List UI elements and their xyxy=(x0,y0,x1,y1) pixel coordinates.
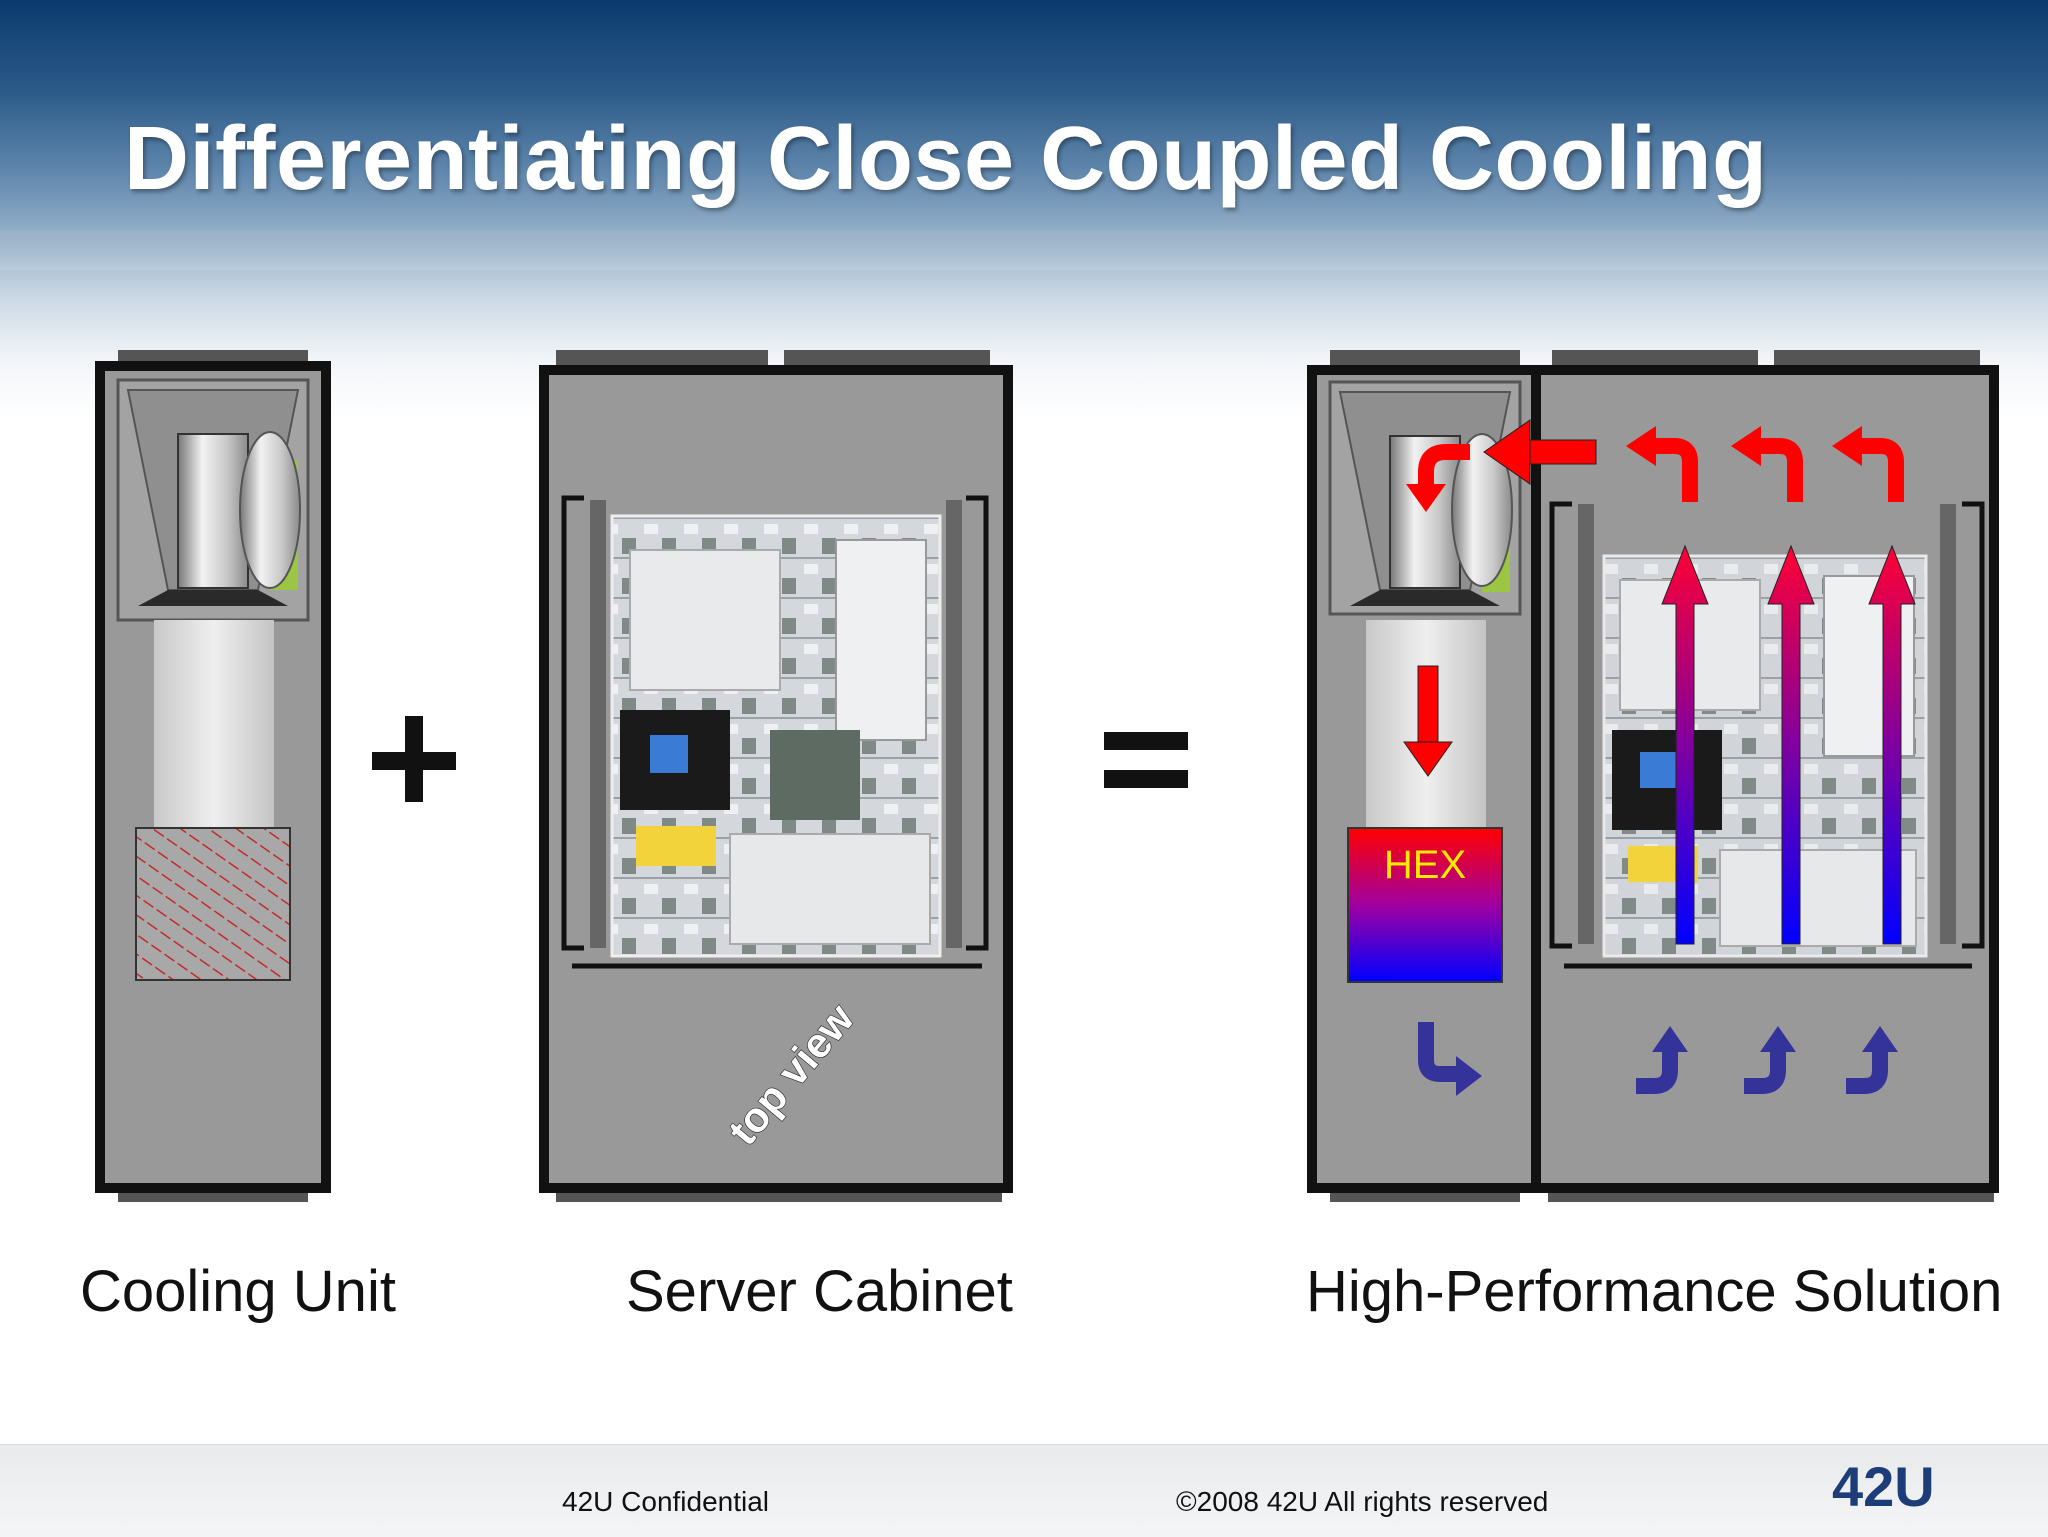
fan-icon xyxy=(177,433,249,589)
plus-operator xyxy=(372,716,456,802)
hot-return-arrow-icon xyxy=(1650,438,1698,502)
cool-rise-arrow-icon xyxy=(1744,1048,1786,1094)
caption-cooling-unit: Cooling Unit xyxy=(80,1259,396,1324)
footer-copyright: ©2008 42U All rights reserved xyxy=(1176,1486,1549,1517)
rising-arrow-icon xyxy=(1868,544,1916,945)
down-flow-arrow-icon xyxy=(1417,665,1439,747)
hex-block xyxy=(1347,827,1503,983)
hot-return-arrow-icon xyxy=(1755,438,1803,502)
hex-label: HEX xyxy=(1384,843,1466,887)
hot-intake-arrow-icon xyxy=(1418,444,1470,490)
hot-feed-arrow-icon xyxy=(1523,439,1597,465)
rising-arrow-icon xyxy=(1661,544,1709,945)
caption-solution: High-Performance Solution xyxy=(1306,1259,2003,1324)
footer-confidential: 42U Confidential xyxy=(562,1486,770,1517)
rising-airflow-arrows xyxy=(1661,544,1916,945)
company-logo: 42U xyxy=(1832,1455,1935,1518)
cool-rise-arrow-icon xyxy=(1846,1048,1888,1094)
cooling-unit xyxy=(95,350,331,1202)
server-cabinet: top view xyxy=(539,350,1013,1202)
cool-rise-arrow-icon xyxy=(1636,1048,1678,1094)
caption-server-cabinet: Server Cabinet xyxy=(626,1259,1013,1324)
hot-return-arrows xyxy=(1403,419,1904,777)
solution-assembly: HEX xyxy=(1307,350,1999,1202)
cool-supply-arrow-icon xyxy=(1418,1022,1462,1082)
hot-return-arrow-icon xyxy=(1856,438,1904,502)
rising-arrow-icon xyxy=(1767,544,1815,945)
slide-title: Differentiating Close Coupled Cooling xyxy=(124,109,1768,209)
footer-band xyxy=(0,1444,2048,1537)
cool-supply-arrows xyxy=(1418,1022,1898,1096)
header-stripe xyxy=(0,230,2048,270)
cooling-unit-duct xyxy=(154,620,274,828)
equals-operator xyxy=(1104,732,1188,788)
cooling-coil xyxy=(135,827,291,981)
